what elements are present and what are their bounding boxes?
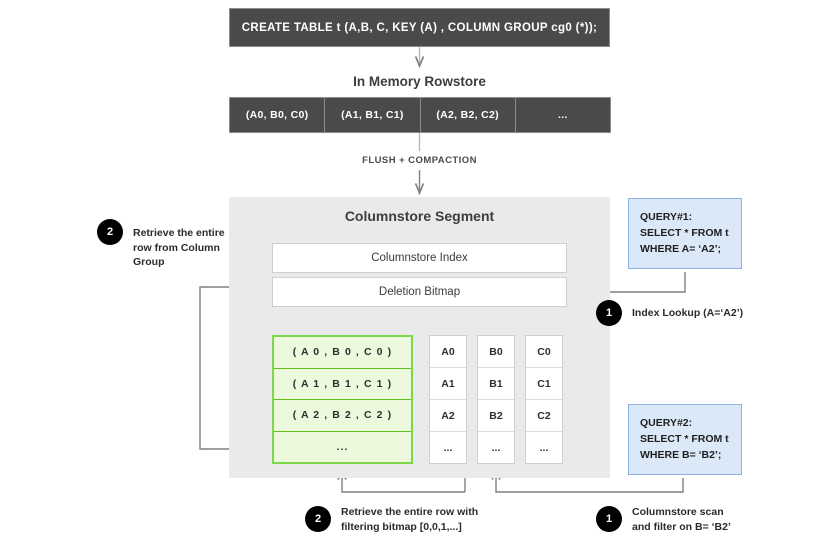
column-a-box: A0 A1 A2 ...	[429, 335, 467, 464]
flush-compaction-label: FLUSH + COMPACTION	[362, 155, 477, 166]
caption-columnstore-scan-line-2: and filter on B= ‘B2’	[632, 520, 731, 533]
column-b-box: B0 B1 B2 ...	[477, 335, 515, 464]
query-2-line-1: SELECT * FROM t	[640, 433, 729, 445]
query-2-line-0: QUERY#2:	[640, 417, 693, 429]
step-badge-columnstore-scan: 1	[596, 506, 622, 532]
column-b-cell-0: B0	[478, 336, 514, 368]
query-1-line-2: WHERE A= ‘A2’;	[640, 243, 721, 255]
column-group-row-0: ( A 0 , B 0 , C 0 )	[274, 337, 411, 369]
column-b-cell-1: B1	[478, 368, 514, 400]
rowstore-cell-2: (A2, B2, C2)	[419, 97, 516, 133]
step-badge-index-lookup: 1	[596, 300, 622, 326]
column-group-box: ( A 0 , B 0 , C 0 ) ( A 1 , B 1 , C 1 ) …	[272, 335, 413, 464]
query-1-line-0: QUERY#1:	[640, 211, 693, 223]
caption-retrieve-bitmap-line-1: Retrieve the entire row with	[341, 506, 479, 518]
caption-index-lookup: Index Lookup (A=‘A2’)	[632, 307, 744, 319]
column-b-cell-3: ...	[491, 441, 501, 454]
rowstore-title: In Memory Rowstore	[353, 74, 486, 89]
column-a-cell-2: A2	[430, 400, 466, 432]
caption-retrieve-bitmap-line-2: filtering bitmap [0,0,1,...]	[341, 520, 462, 533]
column-group-row-1: ( A 1 , B 1 , C 1 )	[274, 369, 411, 400]
deletion-bitmap-box: Deletion Bitmap	[272, 277, 567, 307]
column-a-cell-3: ...	[443, 441, 453, 454]
columnstore-index-box: Columnstore Index	[272, 243, 567, 273]
query-1-box: QUERY#1: SELECT * FROM t WHERE A= ‘A2’;	[628, 198, 742, 269]
query-1-line-1: SELECT * FROM t	[640, 227, 729, 239]
column-a-cell-1: A1	[430, 368, 466, 400]
column-b-cell-2: B2	[478, 400, 514, 432]
step-badge-retrieve-bitmap: 2	[305, 506, 331, 532]
rowstore-cell-1: (A1, B1, C1)	[324, 97, 421, 133]
caption-retrieve-bitmap: Retrieve the entire row with filtering b…	[341, 505, 521, 534]
column-c-box: C0 C1 C2 ...	[525, 335, 563, 464]
query-2-line-2: WHERE B= ‘B2’;	[640, 449, 722, 461]
columnstore-segment-title: Columnstore Segment	[344, 208, 495, 224]
step-badge-retrieve-column-group: 2	[97, 219, 123, 245]
rowstore-cell-3: ...	[514, 97, 611, 133]
rowstore-row: (A0, B0, C0) (A1, B1, C1) (A2, B2, C2) .…	[229, 97, 611, 133]
query-2-box: QUERY#2: SELECT * FROM t WHERE B= ‘B2’;	[628, 404, 742, 475]
caption-retrieve-column-group: Retrieve the entire row from Column Grou…	[133, 227, 225, 268]
column-a-cell-0: A0	[430, 336, 466, 368]
column-c-cell-3: ...	[539, 441, 549, 454]
rowstore-cell-0: (A0, B0, C0)	[229, 97, 326, 133]
ddl-statement-text: CREATE TABLE t (A,B, C, KEY (A) , COLUMN…	[241, 21, 598, 34]
ddl-statement-box: CREATE TABLE t (A,B, C, KEY (A) , COLUMN…	[229, 8, 610, 47]
column-c-cell-2: C2	[526, 400, 562, 432]
caption-columnstore-scan-line-1: Columnstore scan	[632, 506, 724, 518]
column-group-row-3: ...	[336, 440, 349, 453]
column-c-cell-0: C0	[526, 336, 562, 368]
column-c-cell-1: C1	[526, 368, 562, 400]
column-group-row-2: ( A 2 , B 2 , C 2 )	[274, 400, 411, 432]
caption-columnstore-scan: Columnstore scan and filter on B= ‘B2’	[632, 505, 797, 534]
